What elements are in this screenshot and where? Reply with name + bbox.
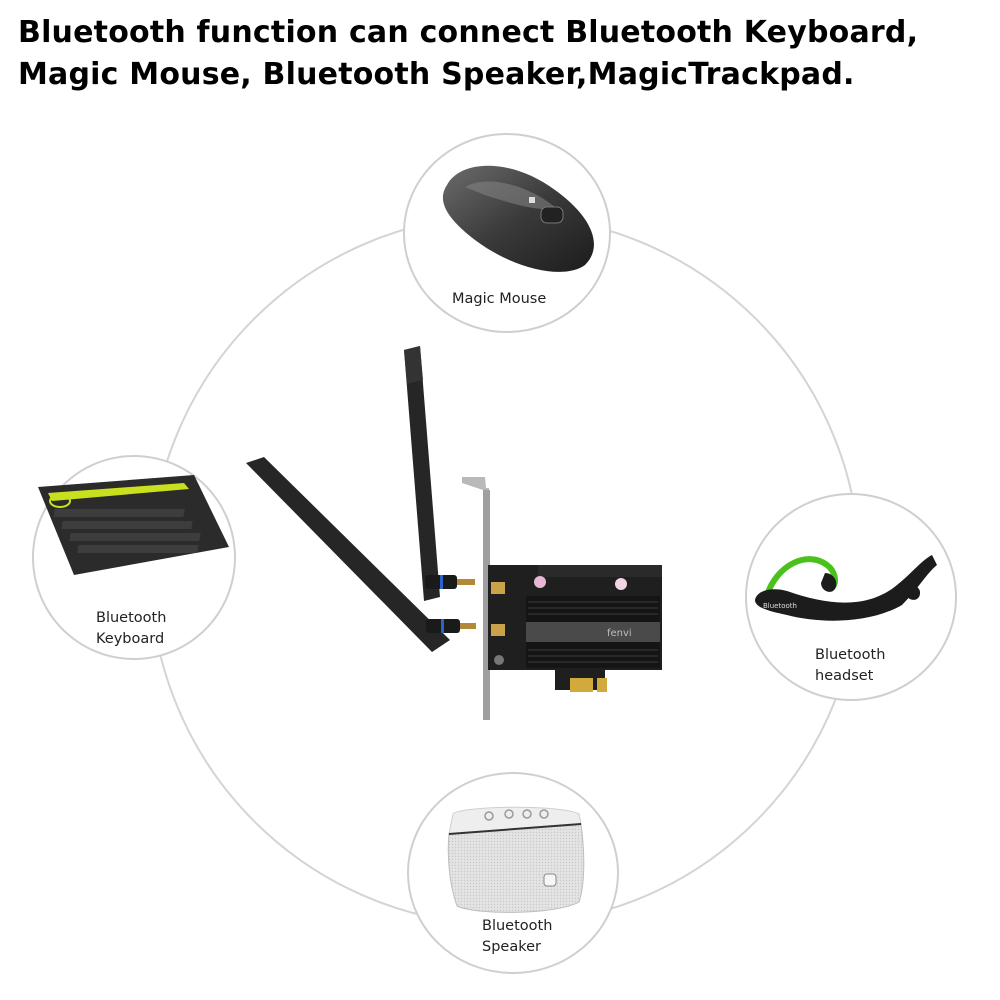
speaker-icon: [447, 806, 585, 913]
device-bubble-headset: Bluetooth: [745, 493, 957, 701]
svg-text:Bluetooth: Bluetooth: [763, 602, 797, 610]
bracket-icon: [462, 477, 490, 720]
mouse-icon: [442, 165, 594, 272]
device-label-mouse: Magic Mouse: [452, 291, 547, 307]
device-bubble-speaker: [407, 772, 619, 974]
brand-text: fenvi: [607, 628, 632, 639]
device-bubble-mouse: [403, 133, 611, 333]
device-label-keyboard: Bluetooth Keyboard: [96, 610, 167, 647]
device-bubble-keyboard: [32, 455, 236, 660]
headline-line-2: Magic Mouse, Bluetooth Speaker,MagicTrac…: [18, 57, 855, 92]
device-label-speaker: Bluetooth Speaker: [482, 918, 553, 955]
keyboard-icon: [38, 475, 229, 575]
pcb-icon: [488, 565, 662, 692]
headset-icon: Bluetooth: [755, 555, 937, 621]
headline-line-1: Bluetooth function can connect Bluetooth…: [18, 15, 919, 50]
device-label-headset: Bluetooth headset: [815, 647, 886, 684]
headline: Bluetooth function can connect Bluetooth…: [18, 12, 988, 96]
antenna-vertical-icon: [404, 346, 475, 601]
antenna-diagonal-icon: [246, 457, 476, 652]
